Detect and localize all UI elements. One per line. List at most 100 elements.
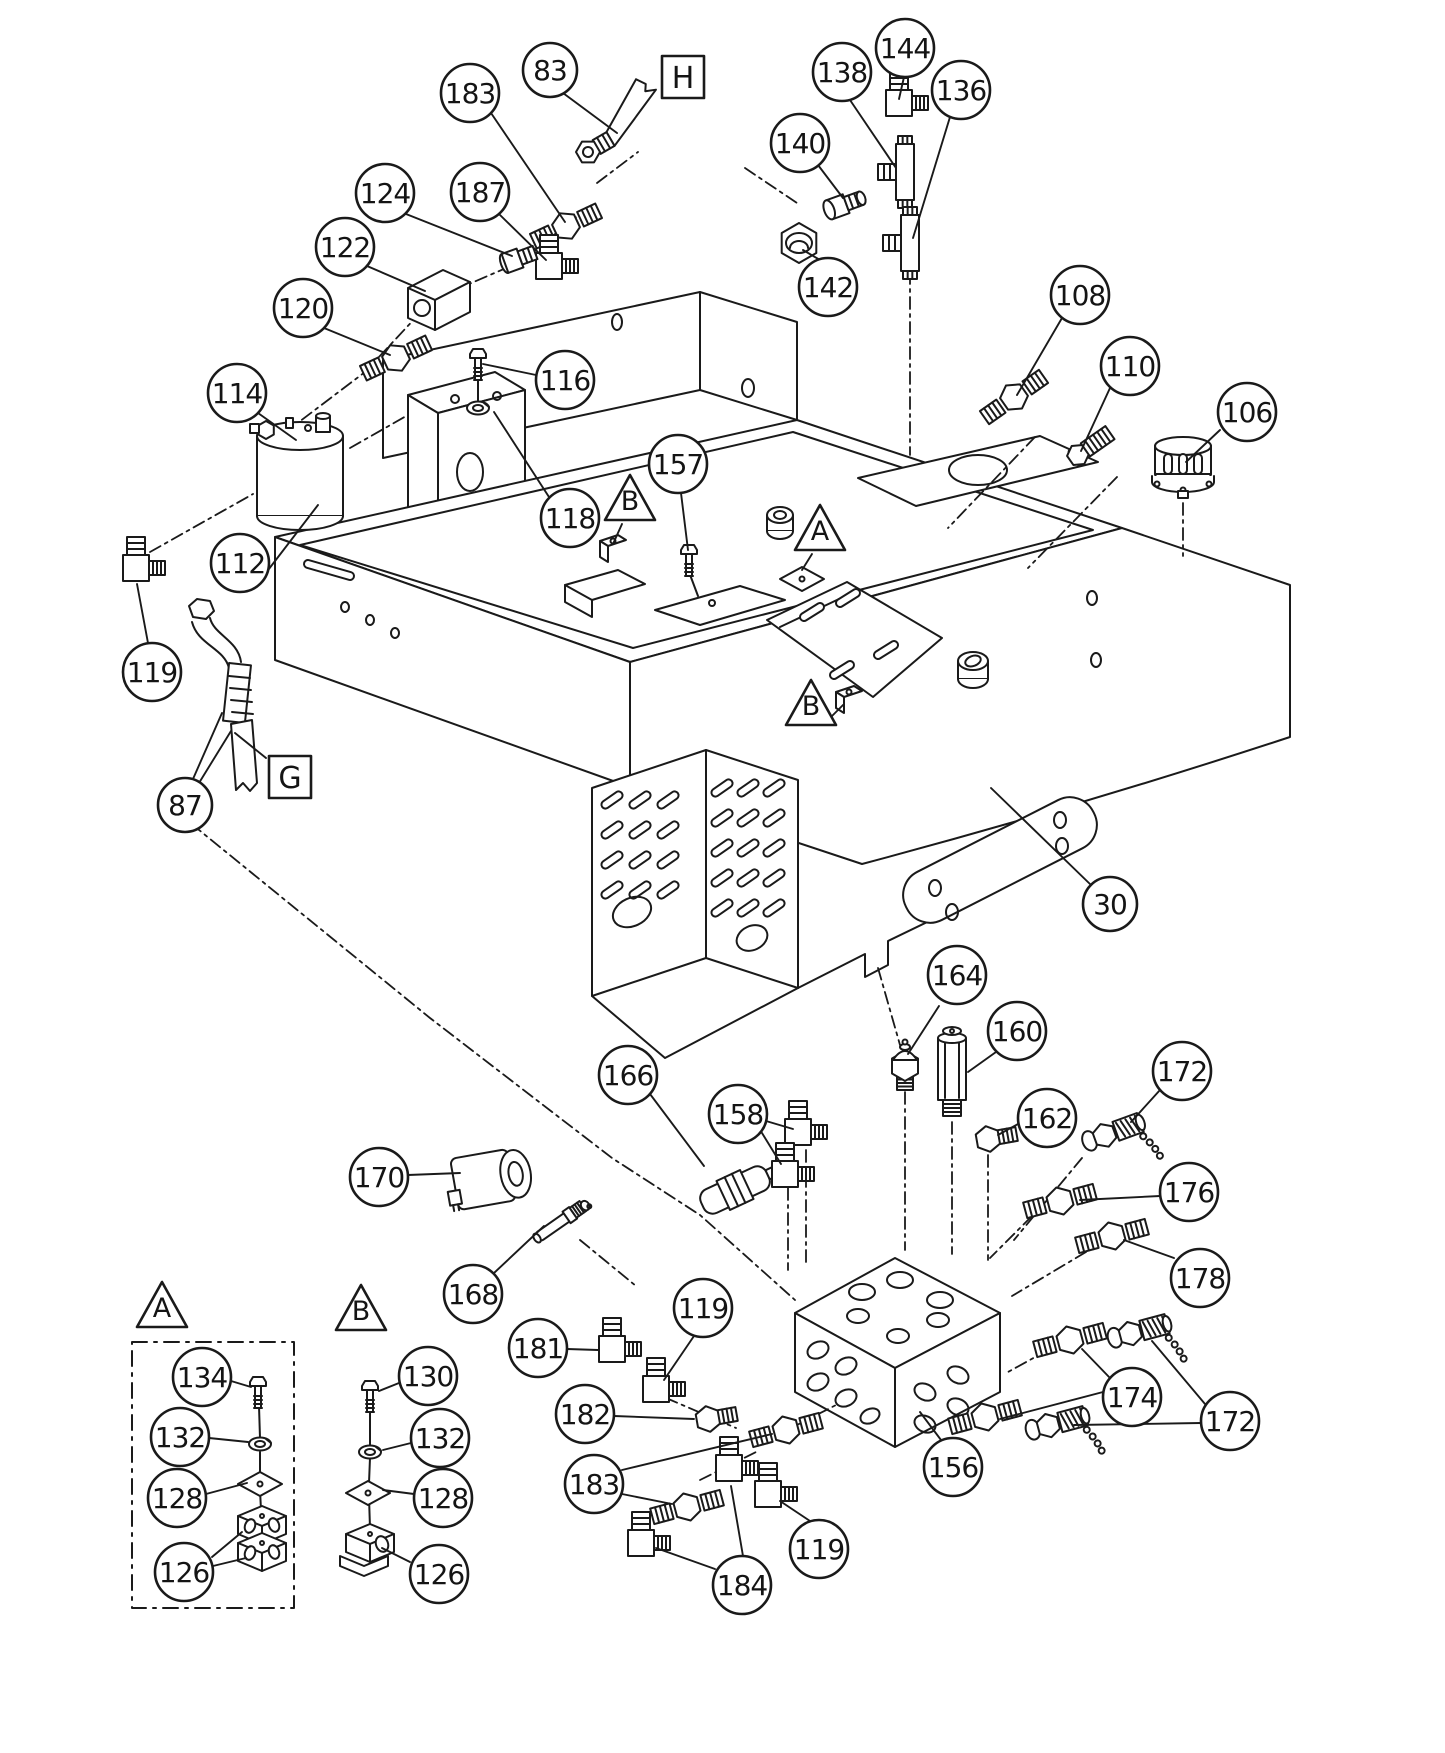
part-elbow-119b <box>754 1462 798 1508</box>
part-washer-116 <box>466 400 490 416</box>
callout-174: 174 <box>1101 1366 1163 1428</box>
svg-text:122: 122 <box>320 231 370 264</box>
part-elbow-119 <box>122 536 166 582</box>
svg-text:128: 128 <box>152 1482 202 1515</box>
part-tee-138 <box>877 135 915 209</box>
callout-128: 128 <box>146 1467 208 1529</box>
part-nipple-120 <box>358 334 434 382</box>
callout-156: 156 <box>922 1436 984 1498</box>
part-bolt-130 <box>361 1380 379 1413</box>
callout-183: 183 <box>439 62 501 124</box>
svg-text:142: 142 <box>803 271 853 304</box>
part-clamp-126a <box>237 1505 287 1572</box>
svg-text:136: 136 <box>936 74 987 107</box>
part-adapter-140 <box>822 190 867 221</box>
part-filter-166 <box>699 1165 779 1215</box>
part-stem-168 <box>532 1199 593 1244</box>
svg-text:164: 164 <box>932 959 983 992</box>
callout-166: 166 <box>597 1044 659 1106</box>
svg-text:138: 138 <box>817 56 867 89</box>
svg-text:H: H <box>672 61 695 96</box>
callout-110: 110 <box>1099 335 1161 397</box>
svg-text:168: 168 <box>448 1278 498 1311</box>
svg-text:118: 118 <box>545 502 595 535</box>
svg-text:119: 119 <box>678 1292 728 1325</box>
svg-text:116: 116 <box>540 364 591 397</box>
frame-artwork <box>131 291 1291 1609</box>
part-coupler-172b <box>1106 1313 1188 1363</box>
part-bushing-a <box>766 506 794 540</box>
svg-text:124: 124 <box>360 177 411 210</box>
callout-87: 87 <box>156 776 214 834</box>
flag-B: B <box>334 1283 388 1332</box>
callout-114: 114 <box>206 362 268 424</box>
svg-text:83: 83 <box>533 54 567 87</box>
svg-text:132: 132 <box>415 1422 465 1455</box>
svg-text:87: 87 <box>168 789 202 822</box>
svg-text:G: G <box>278 761 301 796</box>
svg-text:B: B <box>352 1296 371 1327</box>
hose-ribbed-section <box>222 662 254 724</box>
svg-text:B: B <box>621 486 640 517</box>
leader-lines <box>136 76 1221 1570</box>
callout-136: 136 <box>930 59 992 121</box>
part-coil-170 <box>446 1148 532 1213</box>
callout-158: 158 <box>707 1083 769 1145</box>
svg-text:174: 174 <box>1107 1381 1158 1414</box>
svg-text:156: 156 <box>928 1451 979 1484</box>
svg-text:183: 183 <box>445 77 495 110</box>
flag-A: A <box>793 503 847 552</box>
callout-140: 140 <box>769 112 831 174</box>
hardware-parts <box>122 71 1215 1577</box>
svg-text:126: 126 <box>159 1556 210 1589</box>
svg-text:172: 172 <box>1157 1055 1207 1088</box>
svg-text:A: A <box>153 1293 172 1324</box>
svg-text:30: 30 <box>1093 888 1127 921</box>
callout-124: 124 <box>354 162 416 224</box>
part-screw-157 <box>680 544 698 577</box>
callout-187: 187 <box>449 161 511 223</box>
part-elbow-119m <box>642 1357 686 1403</box>
part-plug-162 <box>974 1125 1019 1153</box>
svg-text:106: 106 <box>1222 396 1273 429</box>
svg-text:140: 140 <box>775 127 825 160</box>
part-bushing-b <box>957 651 989 689</box>
part-elbow-187 <box>535 234 579 280</box>
svg-text:B: B <box>802 691 821 722</box>
callout-178: 178 <box>1169 1247 1231 1309</box>
svg-text:182: 182 <box>560 1398 610 1431</box>
callout-144: 144 <box>874 17 936 79</box>
callout-126: 126 <box>153 1541 215 1603</box>
part-nipple-108 <box>978 368 1050 426</box>
part-shim-a <box>779 566 825 592</box>
svg-text:184: 184 <box>717 1569 768 1602</box>
part-hose-end-83 <box>574 78 657 164</box>
svg-text:158: 158 <box>713 1098 763 1131</box>
part-washer-132b <box>358 1444 382 1460</box>
svg-text:134: 134 <box>177 1361 228 1394</box>
callout-119: 119 <box>121 641 183 703</box>
callout-142: 142 <box>797 256 859 318</box>
callout-138: 138 <box>811 41 873 103</box>
part-plug-182 <box>694 1405 739 1433</box>
callout-181: 181 <box>507 1317 569 1379</box>
callout-184: 184 <box>711 1554 773 1616</box>
part-elbow-181 <box>598 1317 642 1363</box>
svg-text:128: 128 <box>418 1482 468 1515</box>
plate-slots <box>799 588 899 680</box>
callout-122: 122 <box>314 216 376 278</box>
vent-slots <box>600 778 786 918</box>
part-canister-112 <box>249 412 344 531</box>
part-clip-b1 <box>599 534 627 563</box>
part-nipple-174a <box>1032 1321 1108 1359</box>
callout-164: 164 <box>926 944 988 1006</box>
svg-text:144: 144 <box>880 32 931 65</box>
part-coupler-172a <box>1081 1112 1164 1160</box>
svg-text:181: 181 <box>513 1332 563 1365</box>
svg-text:110: 110 <box>1105 350 1155 383</box>
callout-162: 162 <box>1016 1087 1078 1149</box>
part-shim-128a <box>237 1471 283 1497</box>
callout-116: 116 <box>534 349 596 411</box>
svg-text:178: 178 <box>1175 1262 1225 1295</box>
svg-text:A: A <box>811 516 830 547</box>
